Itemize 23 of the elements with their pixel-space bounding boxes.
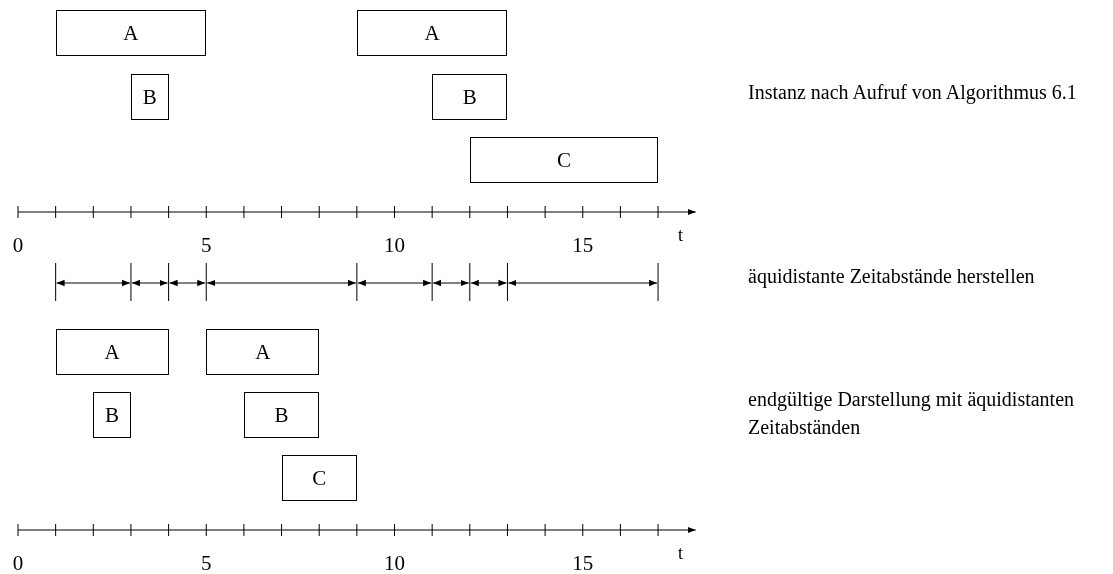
axis-label: t (678, 542, 683, 565)
tick-label: 0 (12, 232, 24, 258)
interval-box: B (243, 392, 320, 438)
interval-box: B (93, 392, 131, 438)
tick-label: 5 (201, 232, 212, 258)
tick-label: 15 (572, 550, 594, 574)
interval-box: A (55, 329, 169, 375)
note-text: Instanz nach Aufruf von Algorithmus 6.1 (748, 80, 1078, 106)
interval-box: A (206, 329, 320, 375)
note-text: äquidistante Zeitabstände herstellen (748, 264, 1036, 290)
interval-box: B (130, 74, 169, 120)
interval-box: B (432, 74, 508, 120)
tick-label: 5 (201, 550, 212, 574)
tick-label: 15 (572, 232, 594, 258)
tick-label: 0 (12, 550, 24, 574)
interval-box: C (469, 137, 659, 183)
interval-box: C (281, 455, 357, 501)
interval-box: A (55, 10, 207, 56)
tick-label: 10 (384, 550, 405, 574)
interval-box: A (356, 10, 508, 56)
tick-label: 10 (384, 232, 405, 258)
note-text: endgültige Darstellung mit äquidistanten Zeitabständen (748, 387, 1076, 440)
axis-label: t (678, 224, 683, 247)
